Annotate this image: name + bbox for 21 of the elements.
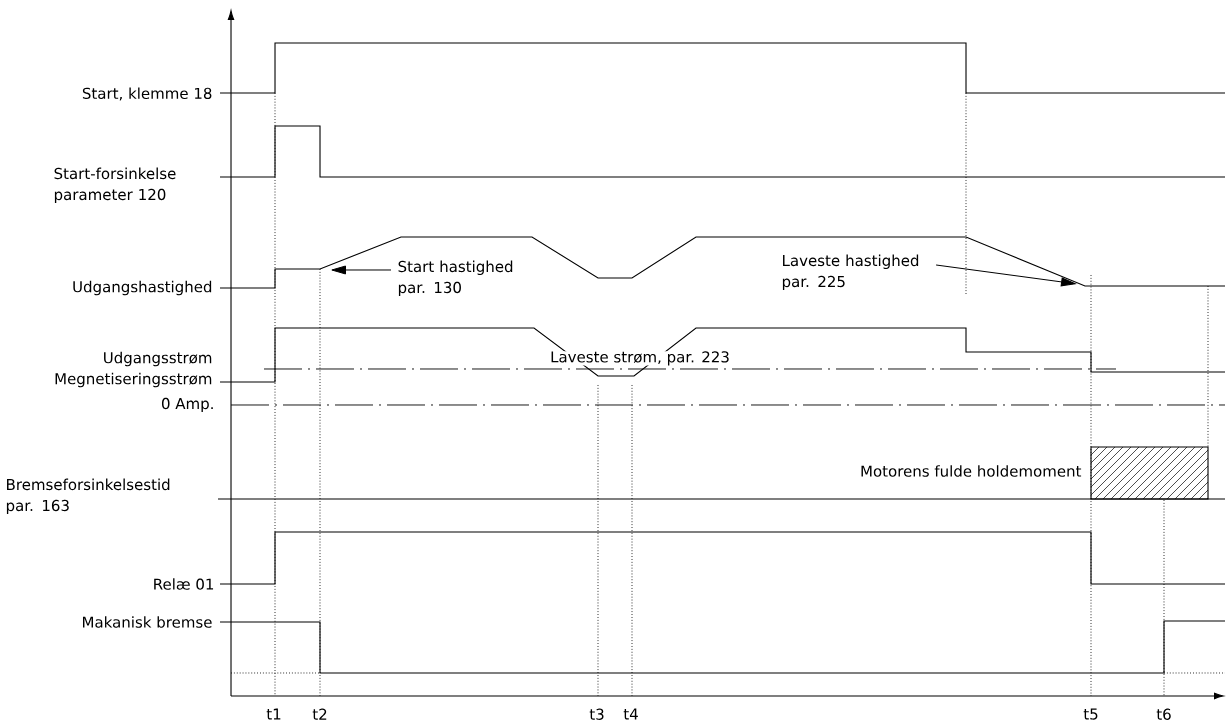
leader-arrow xyxy=(331,265,392,275)
signal-label: Megnetiseringsstrøm xyxy=(55,372,212,388)
signal-label: Makanisk bremse xyxy=(83,616,212,628)
threshold-label: Laveste strøm, par. 223 xyxy=(550,351,730,366)
time-label: t1 xyxy=(266,708,281,720)
annotation-text: Motorens fulde holdemoment xyxy=(861,465,1082,477)
signal-label: Bremseforsinkelsestid par. 163 xyxy=(6,478,170,515)
time-label: t6 xyxy=(1156,708,1171,720)
signal-label: Udgangsstrøm xyxy=(104,351,212,367)
signal-label: 0 Amp. xyxy=(161,397,213,413)
signal-label: Start-forsinkelse parameter 120 xyxy=(54,167,176,204)
time-label: t5 xyxy=(1083,708,1098,720)
annotation-text: Start hastighed par. 130 xyxy=(398,260,513,297)
leader-arrow xyxy=(935,264,1076,287)
time-label: t3 xyxy=(589,708,604,720)
annotation-text: Laveste hastighed par. 225 xyxy=(782,254,919,291)
signal-label: Relæ 01 xyxy=(154,578,214,590)
signal-label: Start, klemme 18 xyxy=(82,87,212,101)
signal-label: Udgangshastighed xyxy=(73,280,212,296)
time-label: t2 xyxy=(312,708,327,720)
time-label: t4 xyxy=(623,708,638,720)
